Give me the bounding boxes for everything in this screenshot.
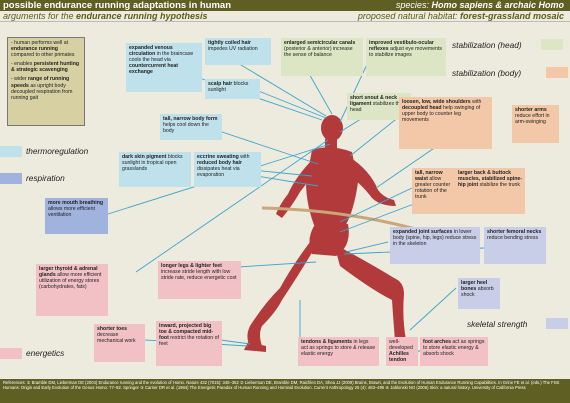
- box-narrow-body: tall, narrow body form helps cool down t…: [160, 114, 222, 140]
- box-heel-bones: larger heel bones absorb shock: [458, 278, 500, 309]
- runner-silhouette: [244, 115, 416, 356]
- box-femoral-necks: shorter femoral necks reduce bending str…: [484, 227, 546, 264]
- box-achilles: well-developed Achilles tendon: [386, 337, 418, 366]
- legend-chip-energetics: [0, 348, 22, 359]
- references: References: ① Bramble DM, Lieberman DE (…: [0, 379, 570, 403]
- box-shorter-arms: shorter arms reduce effort in arm-swingi…: [512, 105, 559, 143]
- box-venous-circulation: expanded venous circulation in the brain…: [126, 43, 202, 92]
- intro-line-2: - enables persistent hunting & strategic…: [11, 61, 80, 74]
- box-coiled-hair: tightly coiled hair impedes UV radiation: [205, 38, 271, 65]
- box-vestibulo-ocular: improved vestibulo-ocular reflexes adjus…: [366, 38, 446, 76]
- intro-box: - human performs well at endurance runni…: [7, 37, 85, 126]
- page-title: possible endurance running adaptations i…: [3, 0, 232, 11]
- box-semicircular-canals: enlarged semicircular canals (posterior …: [281, 38, 363, 76]
- box-scalp-hair: scalp hair blocks sunlight: [205, 79, 260, 99]
- box-narrow-waist: tall, narrow waist allow greater counter…: [412, 168, 456, 214]
- box-shorter-toes: shorter toes decrease mechanical work: [94, 324, 145, 362]
- legend-chip-stab-head: [541, 39, 563, 50]
- legend-chip-thermo: [0, 146, 22, 157]
- page-subtitle: arguments for the endurance running hypo…: [3, 11, 208, 21]
- box-tendons: tendons & ligaments in legs act as sprin…: [298, 337, 379, 366]
- legend-chip-stab-body: [546, 67, 568, 78]
- legend-chip-resp: [0, 173, 22, 184]
- legend-skeletal: skeletal strength: [467, 319, 528, 329]
- intro-line-3: - wider range of running speeds as uprig…: [11, 76, 73, 101]
- box-thyroid-adrenal: larger thyroid & adrenal glands allow mo…: [36, 264, 108, 316]
- box-dark-skin: dark skin pigment blocks sunlight in tro…: [119, 152, 191, 187]
- box-buttock-muscles: larger back & buttock muscles, stabilize…: [455, 168, 525, 214]
- subtitle-bar: arguments for the endurance running hypo…: [0, 11, 570, 22]
- intro-line-1: - human performs well at endurance runni…: [11, 40, 75, 59]
- legend-stab-head: stabilization (head): [452, 40, 522, 50]
- legend-stab-body: stabilization (body): [452, 68, 522, 78]
- legend-thermo: thermoregulation: [26, 146, 89, 156]
- legend-energetics: energetics: [26, 348, 65, 358]
- habitat-label: proposed natural habitat: forest-grassla…: [357, 11, 564, 21]
- box-shoulders: loosen, low, wide shoulders with decoupl…: [399, 97, 492, 149]
- box-longer-legs: longer legs & lighter feet increase stri…: [158, 261, 241, 299]
- box-eccrine-sweating: eccrine sweating with reduced body hair …: [194, 152, 261, 187]
- box-mouth-breathing: more mouth breathing allows more efficie…: [45, 198, 108, 234]
- box-foot-arches: foot arches act as springs to store elas…: [420, 337, 488, 366]
- title-bar: possible endurance running adaptations i…: [0, 0, 570, 11]
- species-label: species: Homo sapiens & archaic Homo: [395, 0, 564, 10]
- legend-chip-skeletal: [546, 318, 568, 329]
- box-joint-surfaces: expanded joint surfaces in lower body (s…: [390, 227, 480, 264]
- legend-resp: respiration: [26, 173, 65, 183]
- box-big-toe: inward, projected big toe & compacted mi…: [156, 321, 222, 366]
